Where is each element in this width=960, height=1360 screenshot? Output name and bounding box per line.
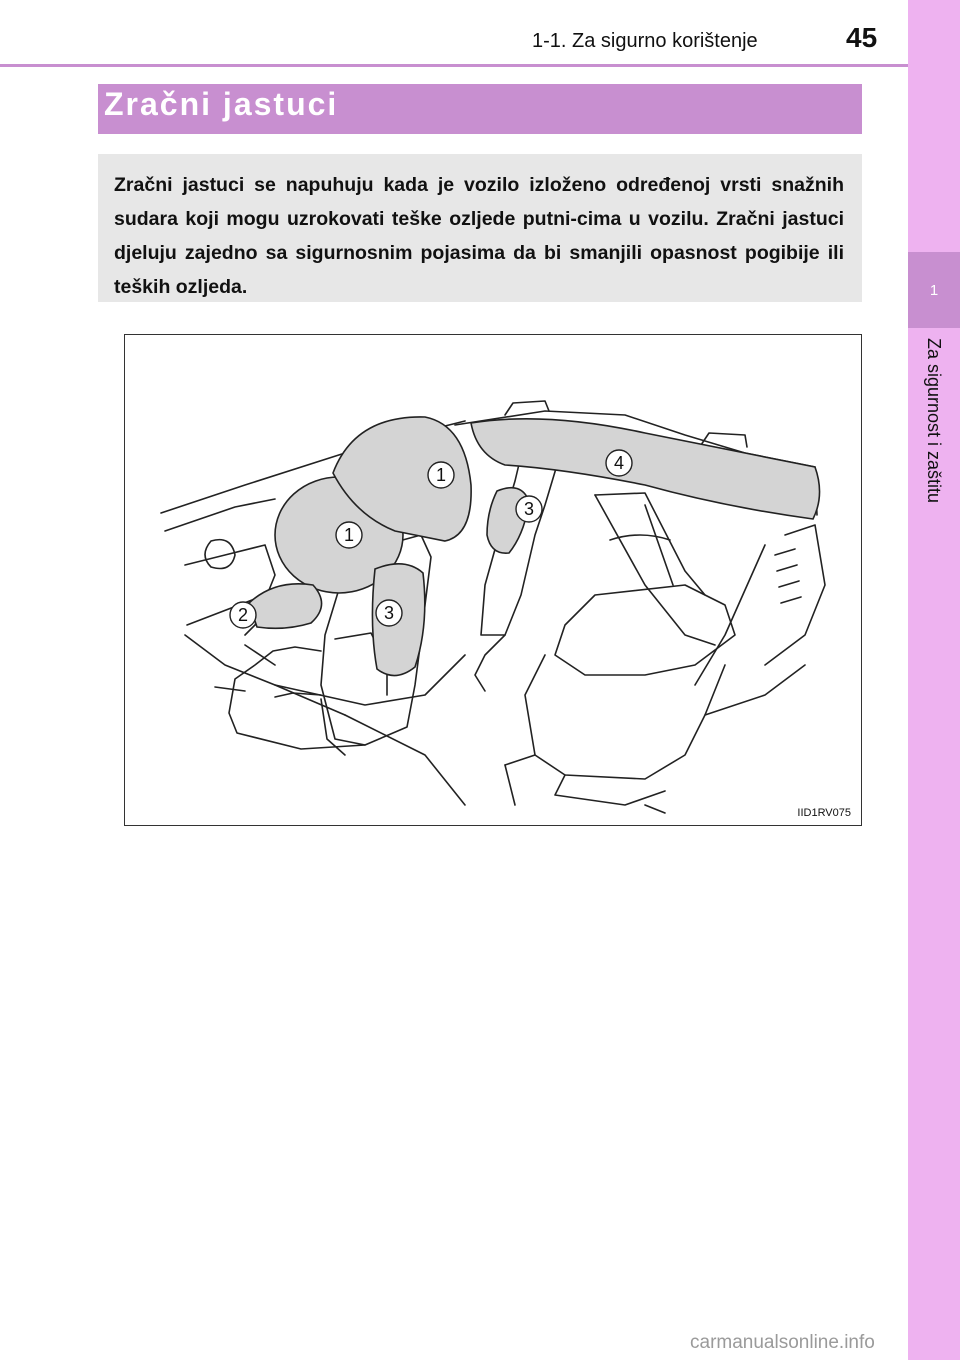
page-number: 45 xyxy=(846,22,878,53)
figure-code: IID1RV075 xyxy=(797,807,851,819)
svg-text:3: 3 xyxy=(524,499,534,519)
section-title-bar xyxy=(98,84,862,134)
curtain-airbag xyxy=(470,417,821,520)
chapter-number-block: 1 xyxy=(908,252,960,328)
intro-text: Zračni jastuci se napuhuju kada je vozil… xyxy=(114,174,844,298)
callout-4-curtain: 4 xyxy=(605,449,633,477)
car-interior-drawing: 1 1 2 3 3 4 xyxy=(160,400,826,814)
knee-airbag xyxy=(248,583,323,630)
callout-1-passenger: 1 xyxy=(427,461,455,489)
section-title: Zračni jastuci xyxy=(104,86,339,122)
svg-text:1: 1 xyxy=(344,525,354,545)
svg-text:4: 4 xyxy=(614,453,624,473)
chapter-title: Za sigurnost i zaštitu xyxy=(924,338,944,504)
callout-1-driver: 1 xyxy=(335,521,363,549)
svg-text:3: 3 xyxy=(384,603,394,623)
intro-box: Zračni jastuci se napuhuju kada je vozil… xyxy=(98,154,862,302)
airbag-illustration: 1 1 2 3 3 4 IID1RV075 xyxy=(124,334,862,826)
watermark: carmanualsonline.info xyxy=(690,1332,875,1353)
chapter-number: 1 xyxy=(929,281,939,299)
svg-text:2: 2 xyxy=(238,605,248,625)
running-header-section: 1-1. Za sigurno korištenje xyxy=(532,30,758,52)
chapter-side-tab: 1 Za sigurnost i zaštitu xyxy=(908,0,960,1360)
passenger-airbag xyxy=(332,416,472,542)
callout-3-passenger-side: 3 xyxy=(515,495,543,523)
header-rule xyxy=(0,64,960,67)
callout-2-knee: 2 xyxy=(229,601,257,629)
callout-3-driver-side: 3 xyxy=(375,599,403,627)
svg-text:1: 1 xyxy=(436,465,446,485)
